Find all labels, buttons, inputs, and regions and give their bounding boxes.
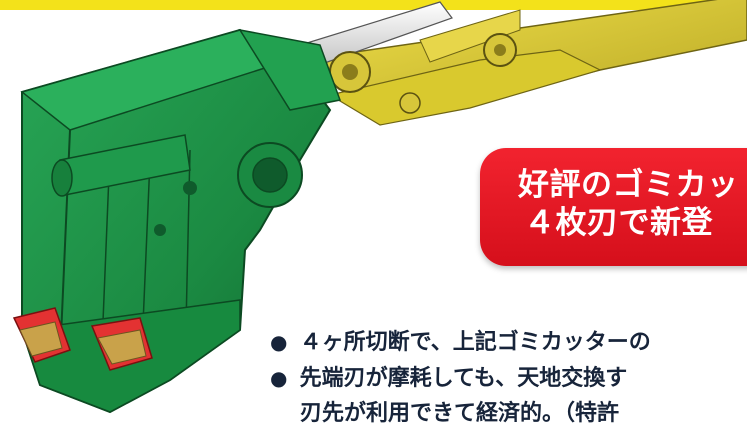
feature-item: ● ４ヶ所切断で、上記ゴミカッターの xyxy=(270,328,651,357)
crusher-body xyxy=(20,28,342,414)
bullet-icon: ● xyxy=(270,366,288,390)
bullet-icon: ● xyxy=(270,330,288,354)
excavator-arm xyxy=(297,0,747,126)
callout-line-1: 好評のゴミカッ xyxy=(518,167,739,203)
top-yellow-band xyxy=(0,0,747,10)
callout-line-2: ４枚刃で新登 xyxy=(524,205,713,241)
cutter-blades xyxy=(12,307,153,371)
feature-text: 刃先が利用できて経済的。（特許 xyxy=(300,401,620,423)
headline-callout: 好評のゴミカッ ４枚刃で新登 xyxy=(480,148,747,266)
feature-text: 先端刃が摩耗しても、天地交換す xyxy=(299,366,628,391)
feature-text: ４ヶ所切断で、上記ゴミカッターの xyxy=(299,330,651,355)
arm-pins xyxy=(329,33,517,114)
feature-item: ● 先端刃が摩耗しても、天地交換す xyxy=(270,364,627,393)
feature-item: 刃先が利用できて経済的。（特許 xyxy=(300,400,619,423)
